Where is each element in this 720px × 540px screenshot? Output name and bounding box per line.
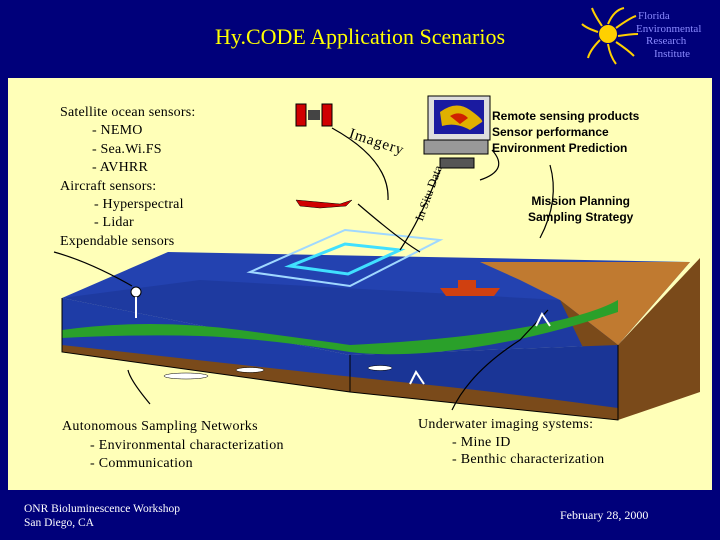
underwater-heading: Underwater imaging systems: xyxy=(418,417,594,432)
sensor-item: - Lidar xyxy=(94,215,134,231)
autonomous-networks-description: Autonomous Sampling Networks - Environme… xyxy=(62,418,284,474)
slide-title: Hy.CODE Application Scenarios xyxy=(214,24,506,49)
autonomous-item: - Environmental characterization xyxy=(90,437,284,453)
tripod-sensor-icon xyxy=(409,312,551,385)
satellite-heading: Satellite ocean sensors: xyxy=(60,105,196,120)
aircraft-icon xyxy=(295,199,353,209)
sensor-item: - AVHRR xyxy=(92,160,148,176)
kelp-band xyxy=(62,324,350,352)
sun-logo-icon xyxy=(581,7,639,65)
footer-date: February 28, 2000 xyxy=(560,508,649,522)
remote-sensing-line: Environment Prediction xyxy=(492,141,628,155)
expendable-heading: Expendable sensors xyxy=(60,233,175,249)
mission-line: Sampling Strategy xyxy=(528,210,634,224)
remote-sensing-line: Sensor performance xyxy=(492,125,609,139)
underwater-imaging-description: Underwater imaging systems: - Mine ID - … xyxy=(418,416,604,469)
footer-location: San Diego, CA xyxy=(24,517,94,529)
footer-event: ONR Bioluminescence Workshop San Diego, … xyxy=(24,502,180,530)
remote-sensing-line: Remote sensing products xyxy=(492,109,640,123)
logo-line: Florida xyxy=(638,10,670,22)
logo-text: Florida Environmental Research Institute xyxy=(636,10,701,60)
underwater-item: - Benthic characterization xyxy=(452,452,605,467)
ocean-cross-section xyxy=(62,298,350,392)
sensor-item: - Sea.Wi.FS xyxy=(92,141,162,157)
buoy-icon xyxy=(130,286,142,318)
autonomous-item: - Communication xyxy=(90,456,193,471)
logo-line: Research xyxy=(646,35,687,47)
logo-line: Environmental xyxy=(636,22,702,35)
satellite-icon xyxy=(295,103,333,127)
sensors-description: Satellite ocean sensors: - NEMO - Sea.Wi… xyxy=(60,104,195,251)
sensor-item: - NEMO xyxy=(92,123,143,139)
logo-line: Institute xyxy=(654,47,691,60)
seafloor-terrain xyxy=(480,262,690,345)
aircraft-heading: Aircraft sensors: xyxy=(60,178,157,194)
boat-icon xyxy=(440,280,500,296)
computer-icon xyxy=(423,95,491,169)
mission-line: Mission Planning xyxy=(531,194,631,208)
mission-planning-description: Mission Planning Sampling Strategy xyxy=(528,193,633,225)
footer-event-name: ONR Bioluminescence Workshop xyxy=(24,503,181,515)
remote-sensing-description: Remote sensing products Sensor performan… xyxy=(492,108,639,156)
auv-icon xyxy=(163,365,393,380)
underwater-item: - Mine ID xyxy=(452,434,511,450)
sensor-item: - Hyperspectral xyxy=(94,197,184,213)
sampling-area-outer xyxy=(246,228,444,288)
autonomous-heading: Autonomous Sampling Networks xyxy=(62,419,258,434)
